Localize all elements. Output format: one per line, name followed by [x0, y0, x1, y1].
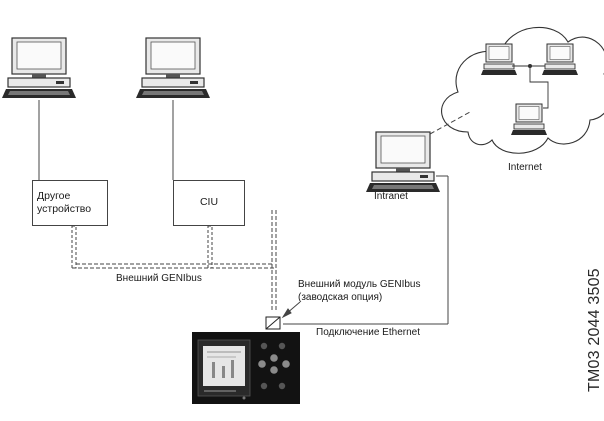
internet-pc-icon [510, 103, 548, 136]
module-label-line1: Внешний модуль GENIbus [298, 279, 421, 290]
other-device-label-line2: устройство [37, 203, 92, 215]
other-device-box: Другое устройство [32, 180, 108, 226]
connection-lines [38, 100, 471, 325]
internet-links [512, 63, 549, 109]
internet-label: Internet [508, 162, 542, 173]
pc-icon [1, 37, 77, 99]
ethernet-label: Подключение Ethernet [316, 327, 420, 338]
other-device-label-line1: Другое [37, 189, 71, 202]
module-label-line2: (заводская опция) [298, 292, 383, 303]
ciu-box: CIU [173, 180, 245, 226]
figure-code: TM03 2044 3505 [586, 268, 603, 392]
pc-icon [135, 37, 211, 99]
genibus-module-icon [265, 316, 281, 330]
intranet-pc-icon [365, 131, 441, 193]
internet-pc-icon [480, 43, 518, 76]
intranet-label: Intranet [374, 191, 408, 202]
controller-unit-icon [192, 332, 300, 404]
ciu-label: CIU [199, 196, 219, 209]
internet-pc-icon [541, 43, 579, 76]
genibus-label: Внешний GENIbus [116, 273, 202, 284]
